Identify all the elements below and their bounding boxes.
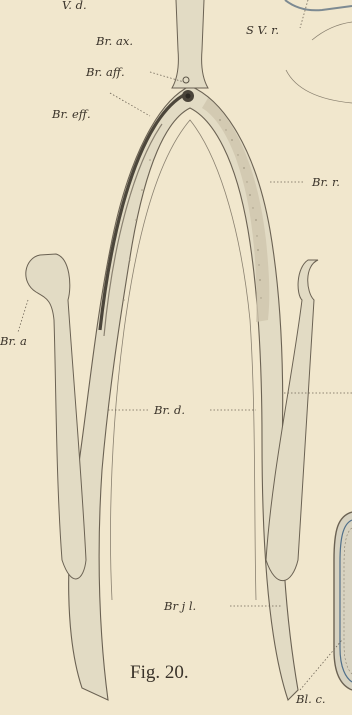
- label-br-r: Br. r.: [311, 175, 340, 189]
- label-br-d: Br. d.: [153, 403, 185, 417]
- left-filament: [26, 254, 86, 579]
- label-br-ax: Br. ax.: [95, 34, 133, 48]
- label-br-jl: Br j l.: [163, 599, 196, 613]
- label-br-aff: Br. aff.: [85, 65, 125, 79]
- axial-stalk: [172, 0, 208, 102]
- label-v-d: V. d.: [62, 0, 87, 12]
- label-sv-r: S V. r.: [246, 23, 279, 37]
- blood-capsule-fragment: [334, 512, 352, 690]
- label-bl-c: Bl. c.: [295, 692, 326, 706]
- neighbouring-figure-fragment: [285, 0, 352, 103]
- label-br-eff: Br. eff.: [51, 107, 91, 121]
- figure-caption: Fig. 20.: [130, 662, 189, 683]
- label-br-a: Br. a: [0, 334, 27, 348]
